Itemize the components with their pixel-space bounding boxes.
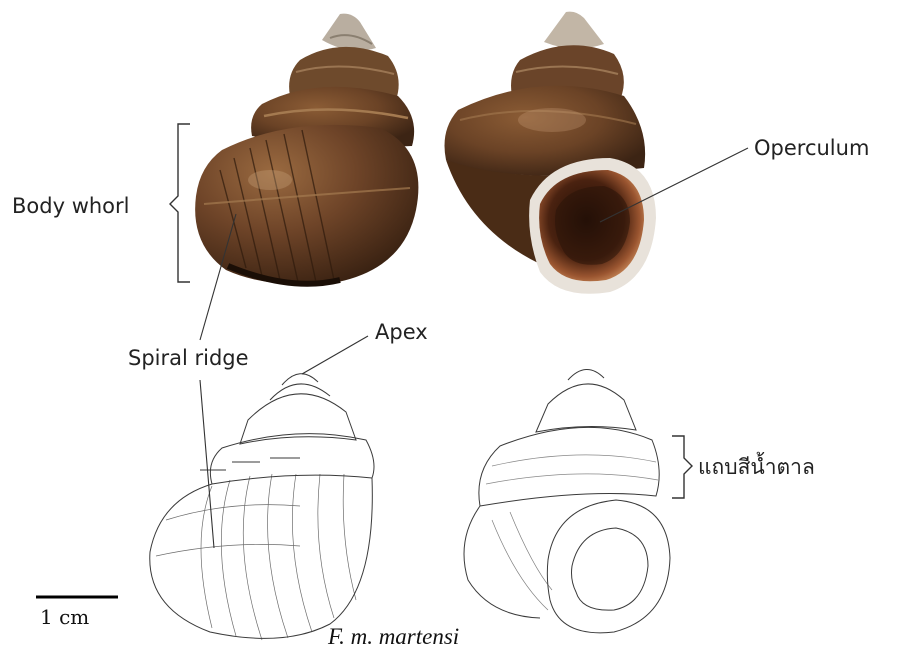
brown-band-bracket [672, 436, 692, 498]
shell-drawing-dorsal [150, 374, 374, 640]
body-whorl-bracket [170, 124, 190, 282]
brown-band-label: แถบสีน้ำตาล [698, 452, 815, 479]
scale-bar-label: 1 cm [40, 605, 89, 629]
shell-photo-apertural [445, 12, 657, 294]
spiral-ridge-label: Spiral ridge [128, 346, 249, 370]
apex-label: Apex [375, 320, 428, 344]
shell-photo-dorsal [195, 14, 418, 285]
species-name: F. m. martensi [327, 624, 459, 649]
apex-leader-line [302, 336, 368, 374]
shell-drawing-apertural [464, 369, 670, 632]
body-whorl-label: Body whorl [12, 194, 130, 218]
operculum-label: Operculum [754, 136, 869, 160]
